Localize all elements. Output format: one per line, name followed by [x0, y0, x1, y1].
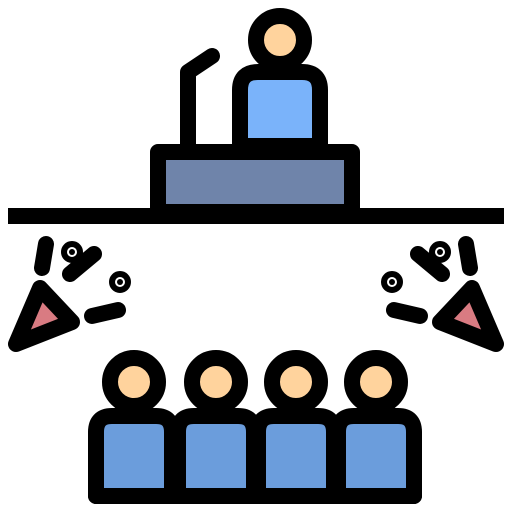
podium	[150, 144, 360, 220]
right-confetti	[410, 246, 450, 282]
left-confetti	[84, 302, 126, 324]
left-confetti	[34, 236, 54, 276]
audience-member-head-1	[102, 350, 166, 414]
right-confetti	[458, 236, 478, 276]
microphone-icon	[180, 48, 220, 154]
audience-member-body-3	[250, 408, 342, 504]
speaker-head	[248, 8, 312, 72]
right-party-popper-icon	[432, 280, 504, 352]
left-confetti	[61, 241, 83, 263]
audience-member-head-3	[264, 350, 328, 414]
left-party-popper-icon	[8, 280, 80, 352]
left-confetti	[62, 246, 102, 282]
left-confetti	[109, 271, 131, 293]
right-confetti	[429, 241, 451, 263]
right-confetti	[386, 302, 428, 324]
audience-member-body-1	[88, 408, 180, 504]
audience-member-head-2	[184, 350, 248, 414]
speaker-body	[232, 64, 328, 154]
right-confetti	[381, 271, 403, 293]
audience-member-body-2	[170, 408, 262, 504]
audience-member-body-4	[330, 408, 422, 504]
audience-member-head-4	[344, 350, 408, 414]
